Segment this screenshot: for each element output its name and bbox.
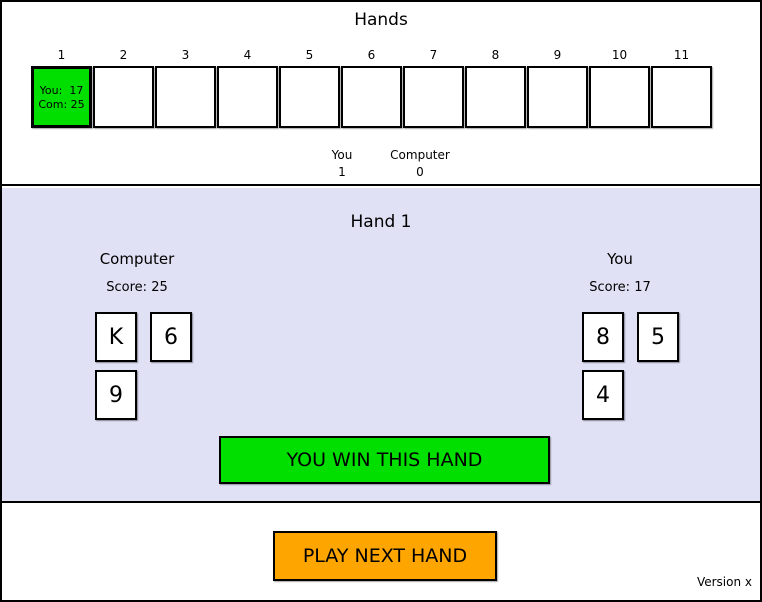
hands-overview-panel: Hands 1 2 3 4 5 6 7 8 9 10 11 You: 17 Co… — [2, 2, 760, 186]
computer-card-row-2: 9 — [95, 370, 192, 420]
hand-slot-6 — [341, 66, 402, 128]
slot-number-8: 8 — [491, 48, 500, 62]
slot-number-10: 10 — [611, 48, 628, 62]
hand-slot-5 — [279, 66, 340, 128]
hand-title: Hand 1 — [350, 212, 412, 232]
hand-slot-11 — [651, 66, 712, 128]
hand-slot-2 — [93, 66, 154, 128]
computer-card-2: 6 — [150, 312, 192, 362]
hand-slot-9 — [527, 66, 588, 128]
you-total-value: 1 — [338, 165, 346, 179]
hand-slot-row: You: 17 Com: 25 — [31, 66, 713, 128]
slot-number-3: 3 — [181, 48, 190, 62]
play-next-hand-button[interactable]: PLAY NEXT HAND — [273, 531, 497, 581]
hand-slot-7 — [403, 66, 464, 128]
hand-slot-1-active: You: 17 Com: 25 — [31, 66, 92, 128]
hand-result-banner: YOU WIN THIS HAND — [219, 436, 550, 484]
you-card-2: 5 — [637, 312, 679, 362]
slot-number-1: 1 — [57, 48, 66, 62]
you-total-label: You — [331, 148, 353, 162]
hand-slot-8 — [465, 66, 526, 128]
hand-slot-10 — [589, 66, 650, 128]
you-card-3: 4 — [582, 370, 624, 420]
slot-number-7: 7 — [429, 48, 438, 62]
slot-number-11: 11 — [673, 48, 690, 62]
slot-number-9: 9 — [553, 48, 562, 62]
computer-card-3: 9 — [95, 370, 137, 420]
hands-title: Hands — [354, 10, 408, 30]
computer-score-text: Score: 25 — [106, 280, 168, 295]
you-card-row-1: 8 5 — [582, 312, 679, 362]
version-label: Version x — [696, 575, 752, 589]
computer-total-value: 0 — [416, 165, 424, 179]
computer-cards: K 6 9 — [95, 312, 192, 420]
computer-card-row-1: K 6 — [95, 312, 192, 362]
slot-number-row: 1 2 3 4 5 6 7 8 9 10 11 — [31, 48, 713, 62]
computer-section-label: Computer — [99, 250, 175, 268]
slot-number-6: 6 — [367, 48, 376, 62]
slot-number-5: 5 — [305, 48, 314, 62]
active-slot-you-score: You: 17 — [39, 84, 84, 97]
you-section-label: You — [607, 250, 633, 268]
you-score-text: Score: 17 — [589, 280, 651, 295]
active-slot-computer-score: Com: 25 — [38, 98, 85, 111]
you-card-row-2: 4 — [582, 370, 679, 420]
you-card-1: 8 — [582, 312, 624, 362]
bottom-panel: PLAY NEXT HAND Version x — [2, 503, 760, 600]
you-cards: 8 5 4 — [582, 312, 679, 420]
computer-total-label: Computer — [390, 148, 450, 162]
hand-slot-3 — [155, 66, 216, 128]
slot-number-4: 4 — [243, 48, 252, 62]
computer-card-1: K — [95, 312, 137, 362]
hand-slot-4 — [217, 66, 278, 128]
current-hand-panel: Hand 1 Computer Score: 25 K 6 9 You Scor… — [2, 188, 760, 503]
slot-number-2: 2 — [119, 48, 128, 62]
